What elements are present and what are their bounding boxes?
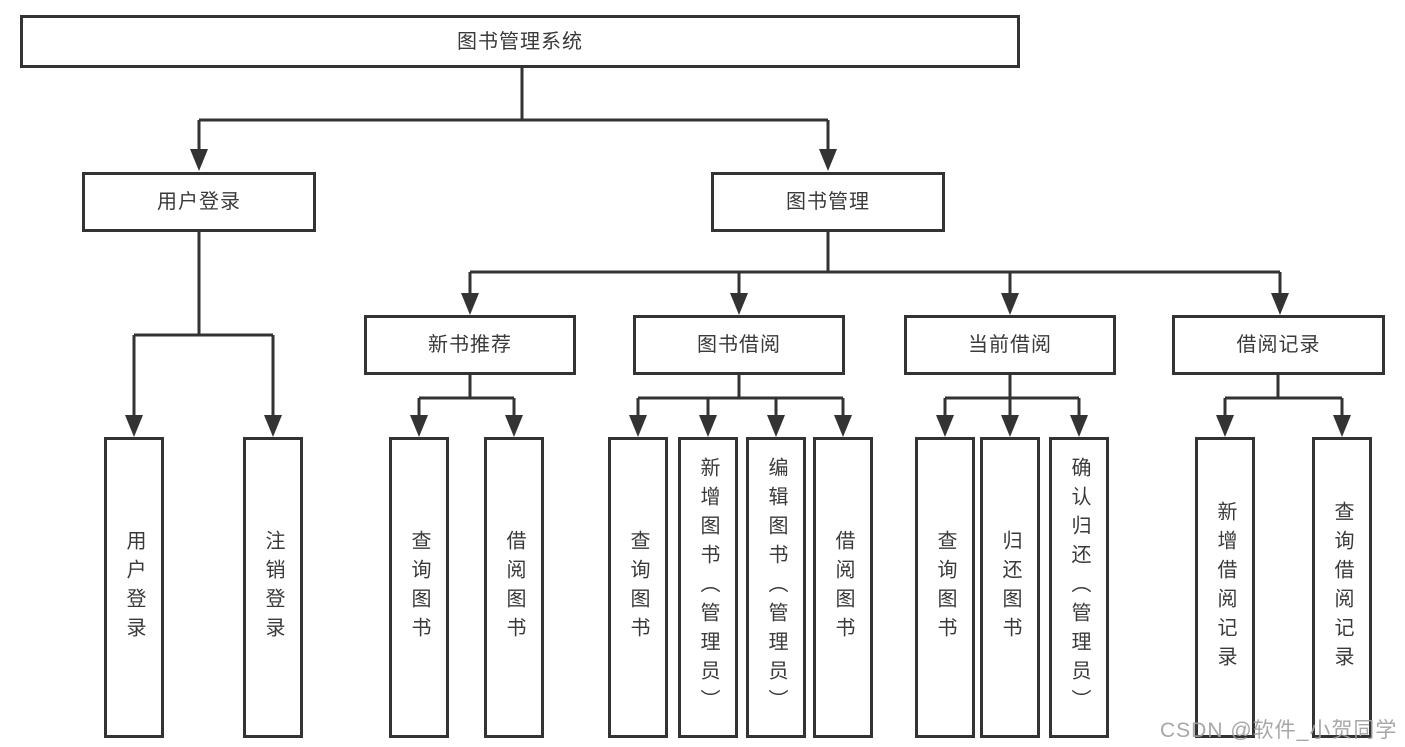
arrow-down-icon [629, 415, 647, 437]
leaf-return-books: 归还图书 [980, 437, 1040, 738]
arrow-down-icon [699, 415, 717, 437]
leaf-user-login: 用户登录 [104, 437, 164, 738]
leaf-confirm-return-admin: 确认归还（管理员） [1049, 437, 1109, 738]
connector-lines [132, 68, 1344, 416]
arrow-down-icon [1216, 415, 1234, 437]
arrow-down-icon [1001, 293, 1019, 315]
arrow-down-icon [1001, 415, 1019, 437]
leaf-recommend-borrow-books: 借阅图书 [484, 437, 544, 738]
arrow-down-icon [819, 149, 837, 171]
leaf-add-borrow-record: 新增借阅记录 [1195, 437, 1255, 738]
leaf-borrow-query-books: 查询图书 [608, 437, 668, 738]
leaf-edit-book-admin: 编辑图书（管理员） [746, 437, 806, 738]
arrowhead-icons [125, 149, 1351, 437]
leaf-current-query-books: 查询图书 [915, 437, 975, 738]
arrow-down-icon [1271, 293, 1289, 315]
arrow-down-icon [1070, 415, 1088, 437]
arrow-down-icon [505, 415, 523, 437]
leaf-borrow-books: 借阅图书 [813, 437, 873, 738]
leaf-logout: 注销登录 [243, 437, 303, 738]
arrow-down-icon [730, 293, 748, 315]
node-root-system: 图书管理系统 [20, 15, 1020, 68]
arrow-down-icon [936, 415, 954, 437]
arrow-down-icon [461, 293, 479, 315]
arrow-down-icon [190, 149, 208, 171]
leaf-recommend-query-books: 查询图书 [389, 437, 449, 738]
arrow-down-icon [767, 415, 785, 437]
node-book-management: 图书管理 [711, 172, 945, 232]
arrow-down-icon [125, 415, 143, 437]
csdn-watermark: CSDN @软件_小贺同学 [1160, 719, 1398, 742]
arrow-down-icon [264, 415, 282, 437]
leaf-add-book-admin: 新增图书（管理员） [678, 437, 738, 738]
arrow-down-icon [410, 415, 428, 437]
leaf-query-borrow-record: 查询借阅记录 [1312, 437, 1372, 738]
node-book-borrow: 图书借阅 [633, 315, 845, 375]
arrow-down-icon [834, 415, 852, 437]
node-current-borrow: 当前借阅 [904, 315, 1116, 375]
node-user-login: 用户登录 [82, 172, 316, 232]
node-new-book-recommend: 新书推荐 [364, 315, 576, 375]
arrow-down-icon [1333, 415, 1351, 437]
node-borrow-records: 借阅记录 [1172, 315, 1385, 375]
